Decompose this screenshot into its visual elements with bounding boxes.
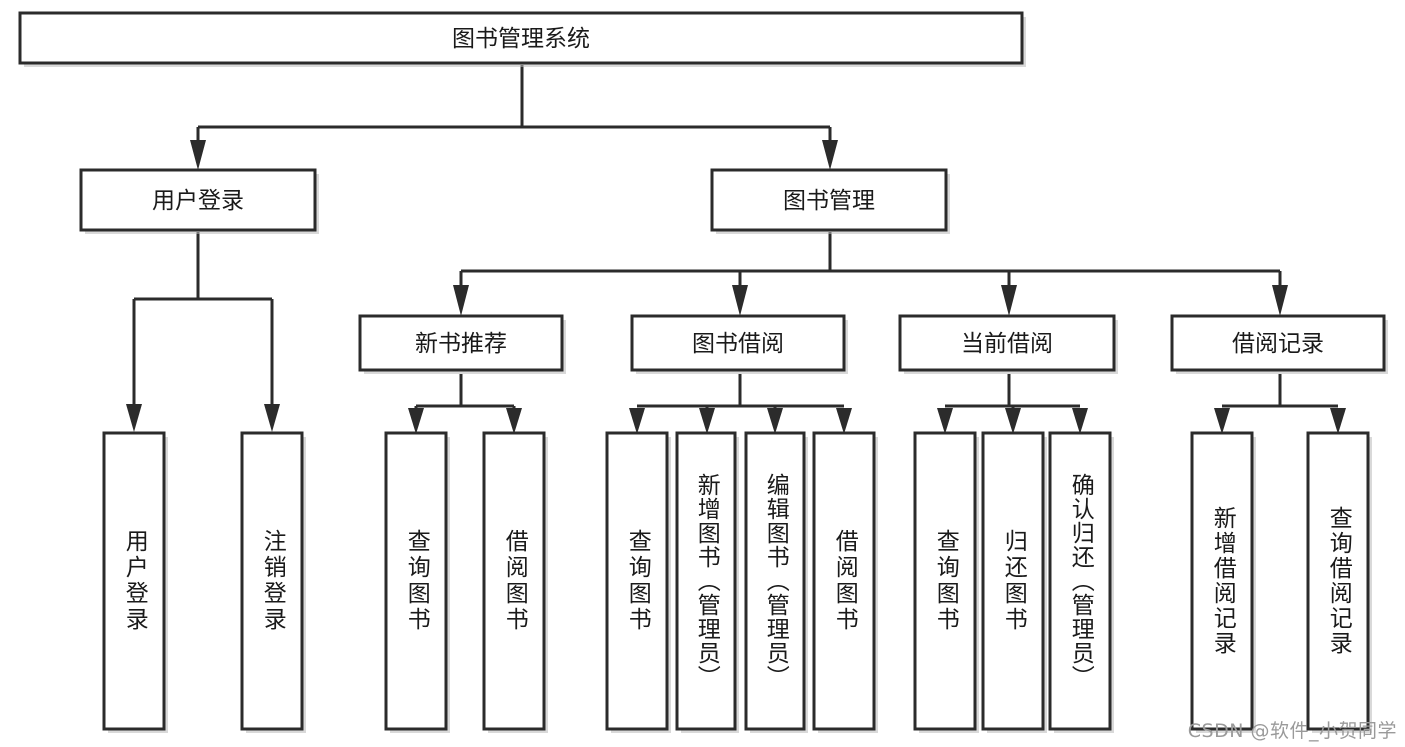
leaf-borrow-book-1[interactable] [482, 431, 548, 733]
arrow-leaf-add-record [1214, 408, 1230, 434]
node-book-manage[interactable]: 图书管理 [710, 168, 950, 234]
node-book-borrow-label: 图书借阅 [692, 331, 784, 357]
arrow-leaf-query-book-3 [937, 408, 953, 434]
node-current-borrow[interactable]: 当前借阅 [898, 314, 1118, 374]
arrow-leaf-query-book-1 [408, 408, 424, 434]
leaf-query-book-2[interactable] [605, 431, 671, 733]
leaf-add-book[interactable] [675, 431, 739, 733]
arrow-leaf-borrow-book-1 [506, 408, 522, 434]
arrow-to-new-book-recommend [453, 285, 469, 316]
arrow-leaf-logout-login [264, 404, 280, 432]
leaf-user-login[interactable] [102, 431, 168, 733]
arrow-to-book-borrow [732, 285, 748, 316]
arrow-leaf-query-book-2 [629, 408, 645, 434]
arrow-leaf-query-record [1330, 408, 1346, 434]
leaf-borrow-book-2[interactable] [812, 431, 878, 733]
node-borrow-record[interactable]: 借阅记录 [1170, 314, 1388, 374]
node-current-borrow-label: 当前借阅 [961, 331, 1053, 357]
node-user-login-label: 用户登录 [152, 188, 244, 214]
node-user-login[interactable]: 用户登录 [79, 168, 319, 234]
arrow-leaf-edit-book [767, 408, 783, 434]
node-new-book-recommend[interactable]: 新书推荐 [358, 314, 566, 374]
node-new-book-recommend-label: 新书推荐 [415, 331, 507, 357]
arrow-leaf-user-login [126, 404, 142, 432]
leaf-query-book-3[interactable] [913, 431, 979, 733]
arrow-leaf-confirm-return [1072, 408, 1088, 434]
leaf-return-book[interactable] [981, 431, 1047, 733]
arrow-leaf-borrow-book-2 [836, 408, 852, 434]
csdn-watermark: CSDN @软件_小贺同学 [1187, 720, 1397, 742]
leaf-logout-login[interactable] [240, 431, 306, 733]
node-root-label: 图书管理系统 [452, 26, 590, 52]
node-root[interactable]: 图书管理系统 [18, 11, 1026, 67]
leaf-query-record[interactable] [1306, 431, 1372, 733]
leaf-confirm-return[interactable] [1048, 431, 1114, 733]
leaf-edit-book[interactable] [744, 431, 808, 733]
arrow-leaf-return-book [1005, 408, 1021, 434]
node-borrow-record-label: 借阅记录 [1232, 331, 1324, 357]
arrow-to-book-manage [822, 140, 838, 170]
edge-layer [126, 65, 1346, 434]
arrow-to-borrow-record [1272, 285, 1288, 316]
arrow-leaf-add-book [699, 408, 715, 434]
node-book-manage-label: 图书管理 [783, 188, 875, 214]
arrow-to-current-borrow [1001, 285, 1017, 316]
node-layer: 图书管理系统 用户登录 图书管理 新书推荐 [18, 11, 1388, 733]
node-book-borrow[interactable]: 图书借阅 [630, 314, 848, 374]
arrow-to-user-login [190, 140, 206, 170]
leaf-query-book-1[interactable] [384, 431, 450, 733]
leaf-add-record[interactable] [1190, 431, 1256, 733]
